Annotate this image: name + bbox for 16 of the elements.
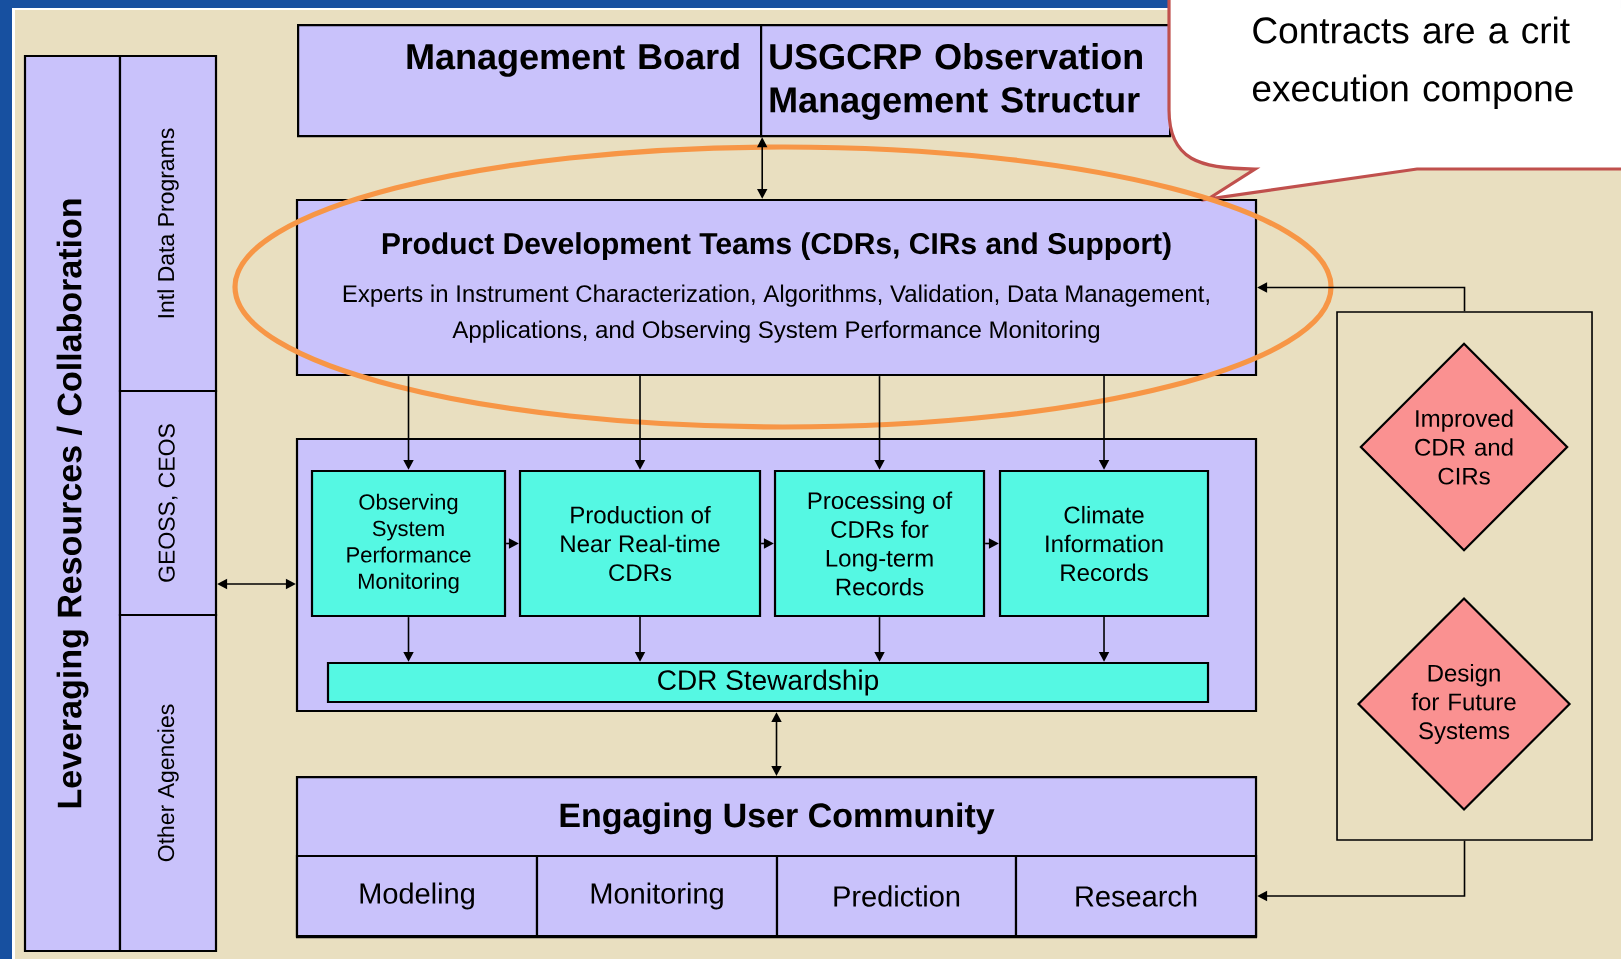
process-box: Observing System Performance Monitoring (310, 469, 507, 618)
community-cell: Monitoring (535, 854, 779, 938)
community-cell: Prediction (775, 854, 1018, 938)
team-box: Product Development Teams (CDRs, CIRs and Support) Experts in Instrument Characterization, Algorithms, Validation, Data Management, Applications, and Observing System Performance Monitoring (295, 198, 1258, 377)
process-box: Production of Near Real-time CDRs (518, 469, 762, 618)
side-cell: Other Agencies (118, 613, 218, 953)
community-cell: Modeling (295, 854, 539, 938)
side-cell: GEOSS, CEOS (118, 389, 218, 617)
stewardship-bar: CDR Stewardship (326, 661, 1210, 704)
speech-bubble: Contracts are a crit execution compone (1167, 0, 1621, 201)
header-box: Management Board (297, 24, 763, 138)
process-box: Climate Information Records (998, 469, 1210, 618)
header-box: USGCRP Observation Management Structur (760, 24, 1172, 138)
process-box: Processing of CDRs for Long-term Records (773, 469, 986, 618)
side-cell: Intl Data Programs (118, 54, 218, 393)
community-cell: Research (1014, 854, 1258, 938)
